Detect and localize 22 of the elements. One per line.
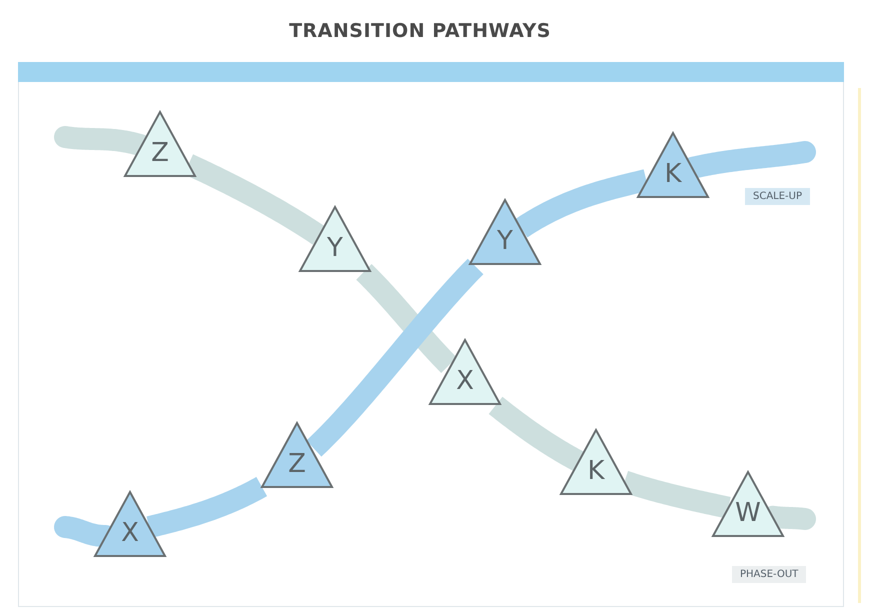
node-letter: K — [663, 159, 683, 190]
pathway-tag: SCALE-UP — [745, 188, 810, 205]
triangle-marker — [636, 131, 710, 196]
triangle-marker — [711, 470, 785, 534]
node-letter: Z — [150, 138, 170, 168]
pathway-tag: PHASE-OUT — [732, 566, 806, 583]
node-letter: X — [455, 366, 475, 396]
triangle-marker — [428, 338, 502, 402]
node-letter: Y — [496, 226, 514, 256]
triangle-marker — [559, 428, 633, 492]
triangle-marker — [468, 198, 542, 262]
triangle-marker — [123, 110, 197, 174]
node-letter: Z — [287, 449, 307, 480]
title: TRANSITION PATHWAYS — [288, 20, 552, 42]
node-letter: W — [734, 498, 762, 528]
node-letter: Y — [326, 233, 344, 264]
node-letter: K — [586, 456, 606, 486]
triangle-marker — [260, 421, 334, 486]
triangle-marker — [93, 490, 167, 554]
pathway-band — [305, 258, 484, 458]
triangle-marker — [298, 205, 372, 270]
node-letter: X — [120, 518, 140, 548]
